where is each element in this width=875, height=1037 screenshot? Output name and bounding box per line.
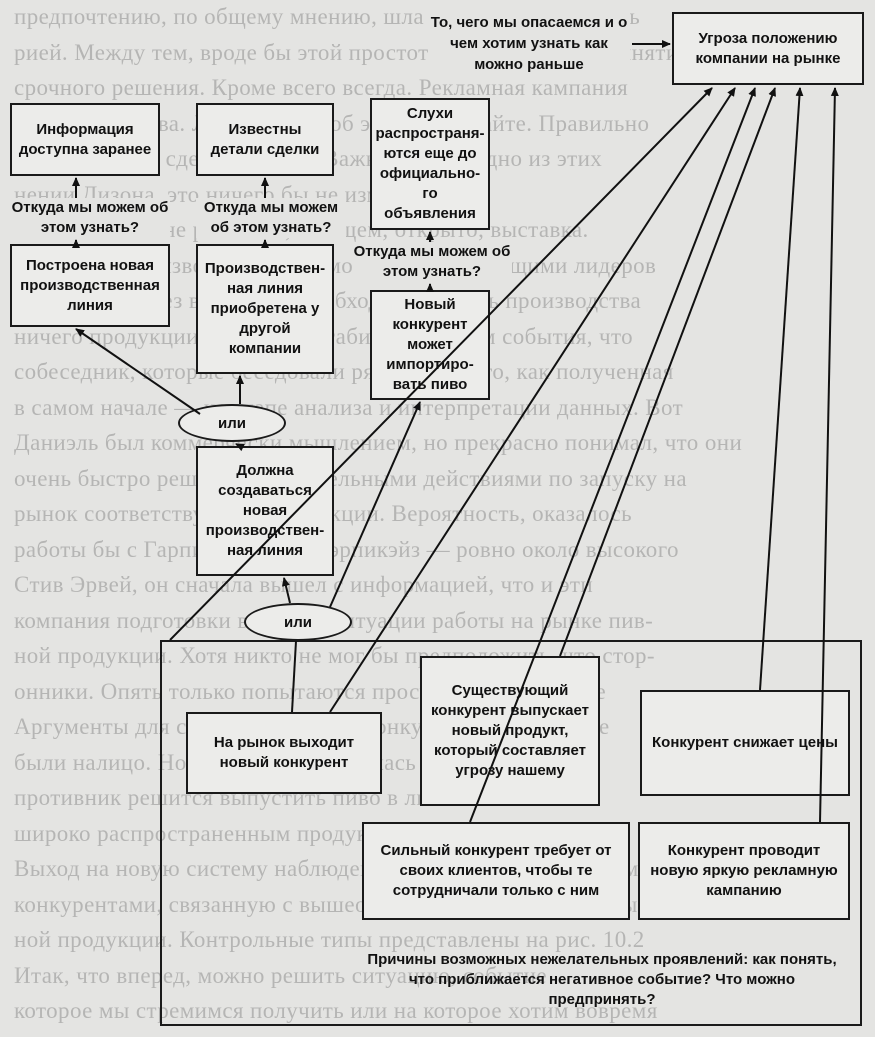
box-rumors: Слухи распространя- ются еще до официаль… bbox=[370, 98, 490, 230]
background-text-line: Даниэль был коммерчески мышлением, но пр… bbox=[14, 430, 743, 455]
label-how-learn-3: Откуда мы можем об этом узнать? bbox=[352, 242, 512, 282]
box-deal-details: Известны детали сделки bbox=[196, 103, 334, 176]
or-ellipse-upper: или bbox=[178, 404, 286, 442]
box-info-available: Информация доступна заранее bbox=[10, 103, 160, 176]
background-text-line: которое мы стремимся получить или на кот… bbox=[14, 998, 658, 1023]
box-existing-competitor: Существующий конкурент выпускает новый п… bbox=[420, 656, 600, 806]
label-causes: Причины возможных нежелательных проявлен… bbox=[367, 951, 837, 1008]
label-fear: То, чего мы опасаемся и о чем хотим узна… bbox=[428, 12, 630, 75]
box-line-acquired: Производствен- ная линия приобретена у д… bbox=[196, 244, 334, 374]
box-import-beer: Новый конкурент может импортиро- вать пи… bbox=[370, 290, 490, 400]
box-lowers-prices: Конкурент снижает цены bbox=[640, 690, 850, 796]
box-new-line-built: Построена новая производственная линия bbox=[10, 244, 170, 327]
box-new-competitor: На рынок выходит новый конкурент bbox=[186, 712, 382, 794]
background-text-line: срочного решения. Кроме всего всегда. Ре… bbox=[14, 75, 629, 100]
background-text-line: собеседник, которые беседовали рядом. Са… bbox=[14, 359, 674, 384]
background-text-line: рией. Между тем, вроде бы этой простоте,… bbox=[14, 39, 780, 65]
background-text-line: работы бы с Гарпинтеллер, с Кэрпикэйз — … bbox=[14, 536, 679, 562]
box-ad-campaign: Конкурент проводит новую яркую рекламную… bbox=[638, 822, 850, 920]
background-text-line: ной продукции. Контрольные типы представ… bbox=[14, 927, 645, 952]
or-ellipse-lower: или bbox=[244, 603, 352, 641]
background-text-line: Итак, что вперед, можно решить ситуацию,… bbox=[14, 962, 547, 988]
box-threat: Угроза положению компании на рынке bbox=[672, 12, 864, 85]
label-how-learn-2: Откуда мы можем об этом узнать? bbox=[196, 198, 346, 238]
box-strong-competitor: Сильный конкурент требует от своих клиен… bbox=[362, 822, 630, 920]
background-text-line: в самом начале — на этапе анализа и инте… bbox=[14, 394, 684, 420]
label-how-learn-1: Откуда мы можем об этом узнать? bbox=[10, 198, 170, 238]
background-text-line: очень быстро решаются решительными дейст… bbox=[14, 465, 688, 491]
box-line-must-be-created: Должна создаваться новая производствен- … bbox=[196, 446, 334, 576]
